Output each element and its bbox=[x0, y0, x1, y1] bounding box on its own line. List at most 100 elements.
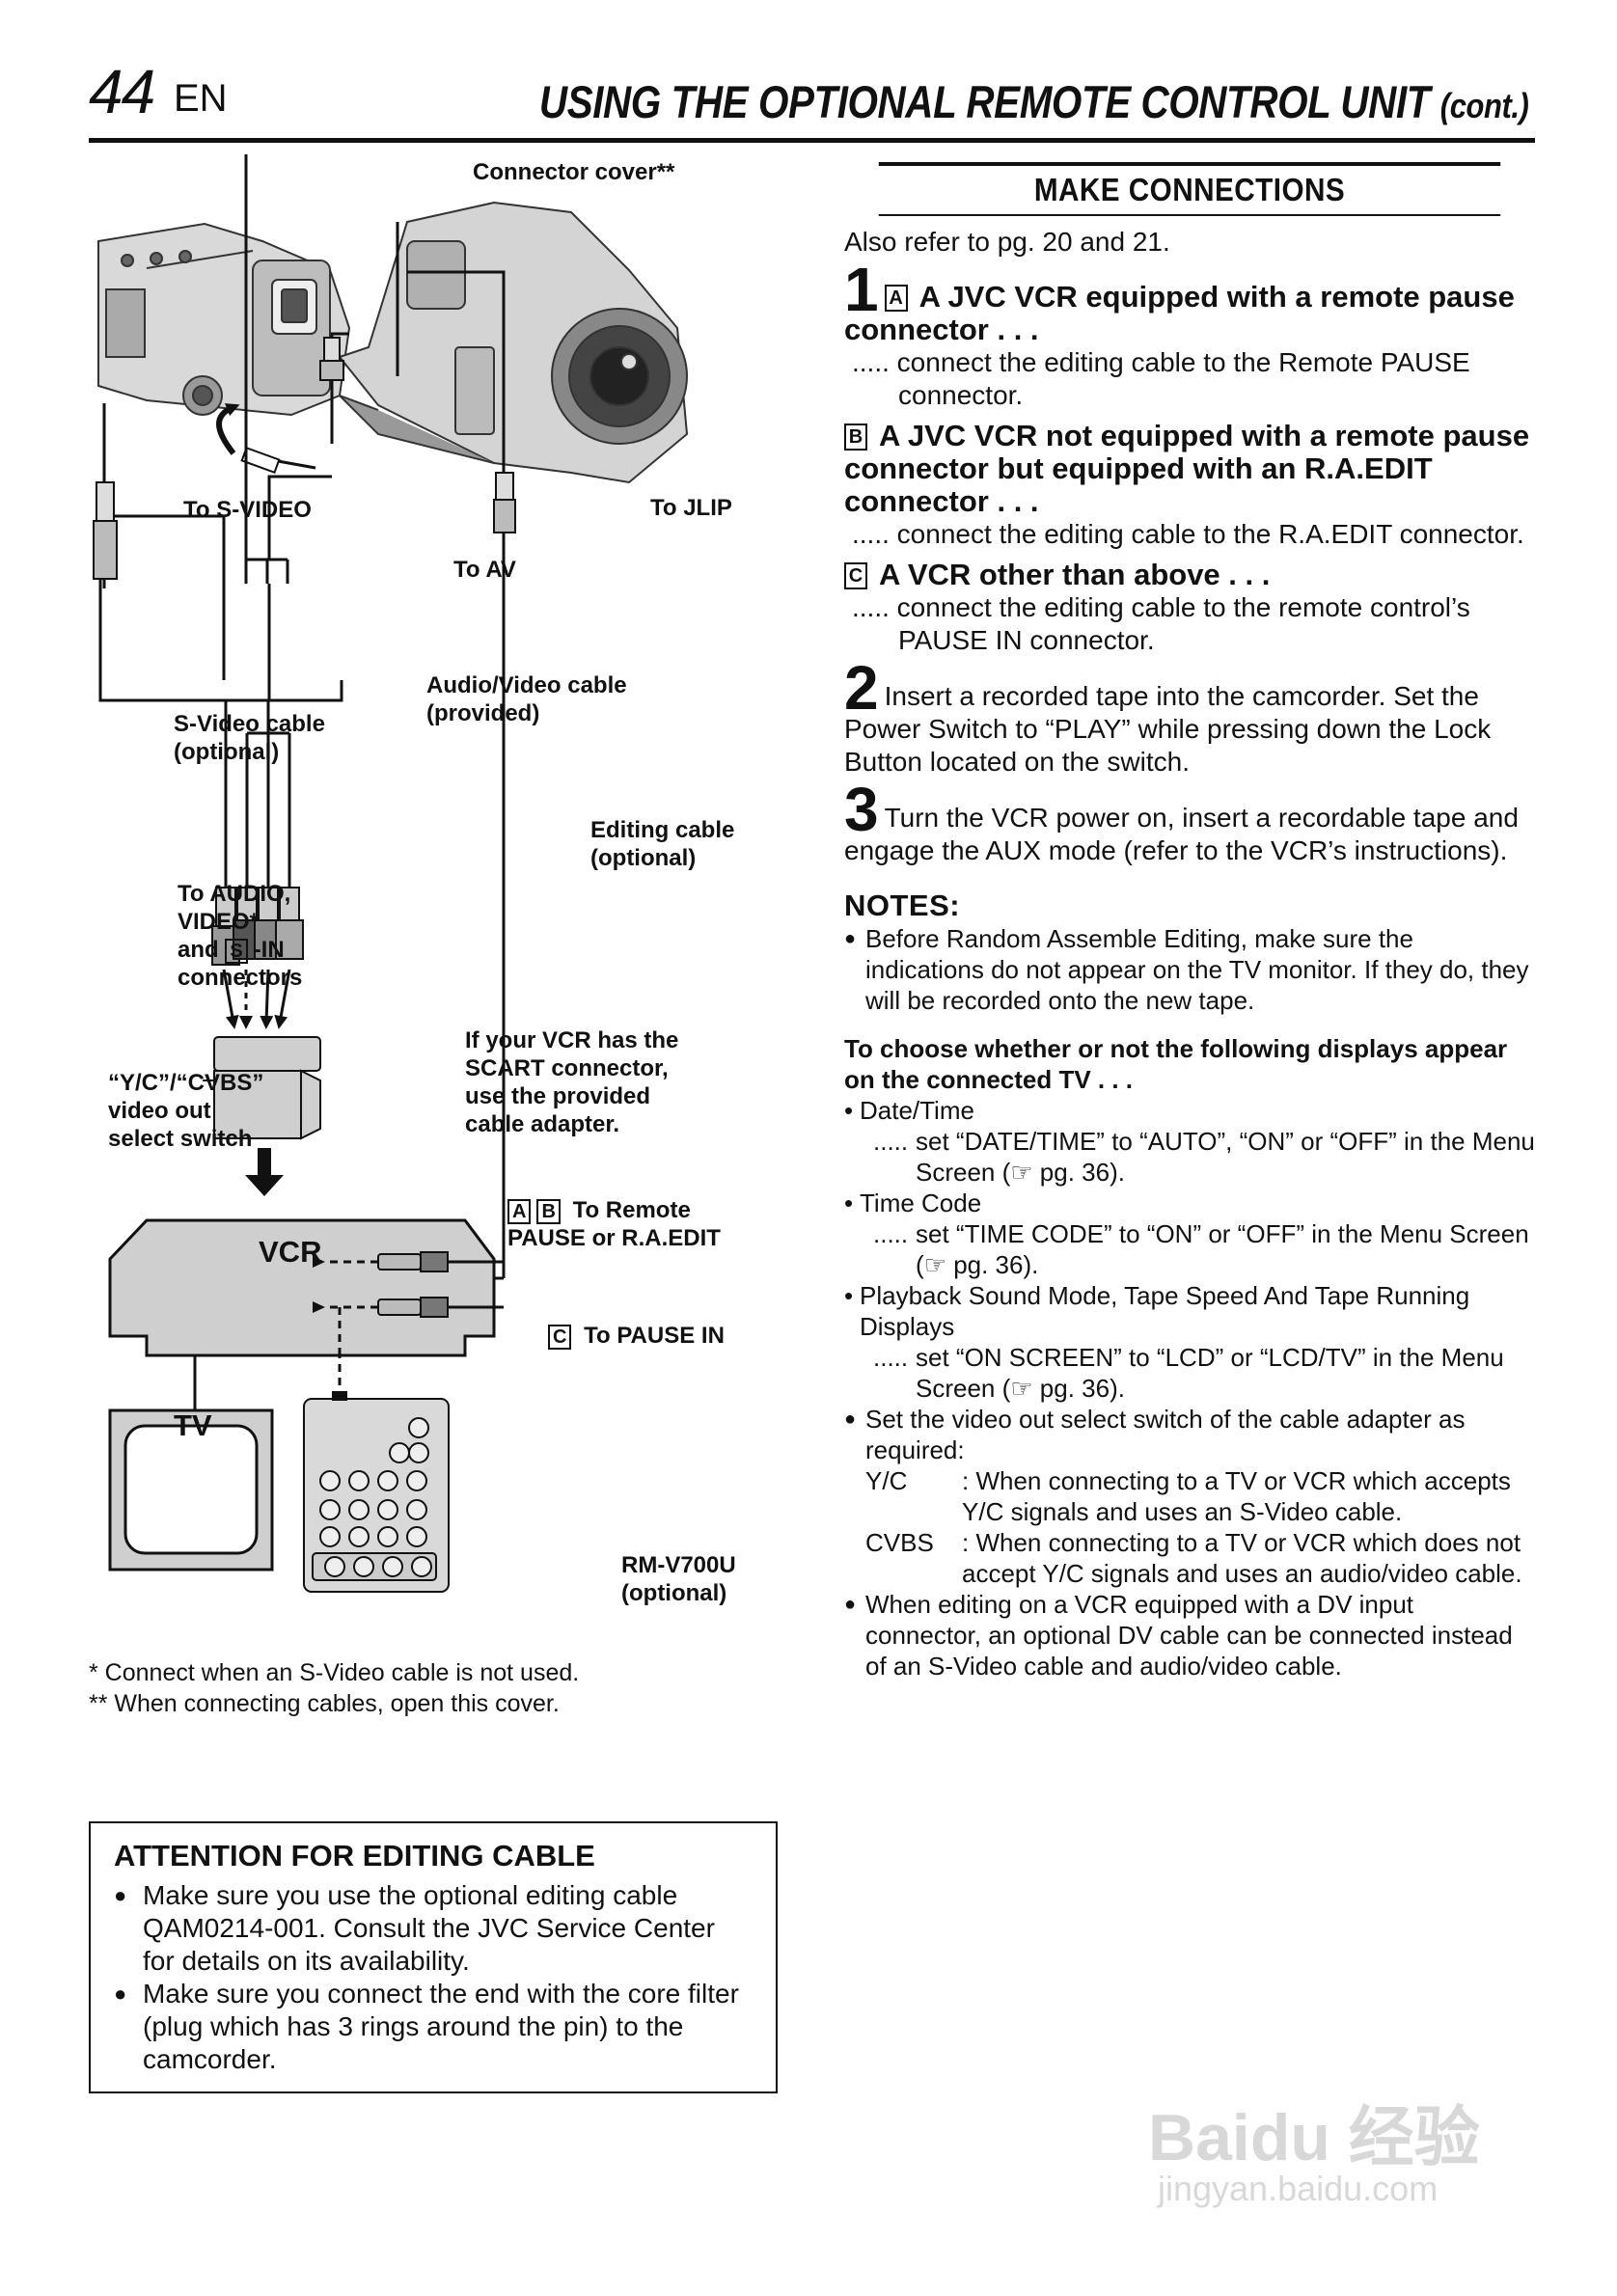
display-option-date: Date/Time bbox=[844, 1095, 1535, 1126]
step-1-b-text: ..... connect the editing cable to the R… bbox=[852, 519, 1524, 549]
definition-text: : When connecting to a TV or VCR which d… bbox=[962, 1528, 1522, 1588]
label-to-audio-line2: VIDEO* bbox=[178, 909, 260, 935]
label-editing-cable: Editing cable (optional) bbox=[590, 816, 734, 872]
label-to-audio-line3: and S-IN bbox=[178, 936, 302, 964]
label-to-audio-line1: To AUDIO, bbox=[178, 881, 291, 907]
remote-control-drawing bbox=[303, 1391, 450, 1593]
label-scart-line4: cable adapter. bbox=[465, 1111, 620, 1137]
watermark-logo: Baidu 经验 bbox=[1148, 2101, 1480, 2174]
label-av-cable-line1: Audio/Video cable bbox=[426, 672, 627, 698]
page-title-text: USING THE OPTIONAL REMOTE CONTROL UNIT bbox=[538, 76, 1431, 127]
display-option-playback-text: .....set “ON SCREEN” to “LCD” or “LCD/TV… bbox=[873, 1343, 1504, 1403]
attention-list: Make sure you use the optional editing c… bbox=[114, 1879, 753, 2076]
label-remote-model-line2: (optional) bbox=[621, 1580, 727, 1606]
a-box-icon: A bbox=[884, 285, 908, 312]
page-language: EN bbox=[174, 77, 228, 120]
label-pause-in-text: To PAUSE IN bbox=[584, 1323, 725, 1349]
make-connections-title: MAKE CONNECTIONS bbox=[878, 162, 1501, 216]
label-scart: If your VCR has the SCART connector, use… bbox=[465, 1026, 678, 1138]
label-svideo-cable-line2: (optional) bbox=[174, 739, 280, 765]
connection-diagram-drawing bbox=[93, 154, 689, 1593]
label-pause-in: C To PAUSE IN bbox=[548, 1322, 725, 1350]
label-remote-model-line1: RM-V700U bbox=[621, 1552, 736, 1578]
notes-title: NOTES: bbox=[844, 888, 961, 922]
label-av-cable-line2: (provided) bbox=[426, 700, 540, 726]
label-svideo-cable: S-Video cable (optional) bbox=[174, 710, 325, 766]
av-plug bbox=[319, 337, 344, 381]
make-connections-intro: Also refer to pg. 20 and 21. bbox=[844, 227, 1170, 257]
svideo-plug bbox=[93, 481, 118, 580]
header-rule bbox=[89, 138, 1535, 143]
label-editing-cable-line1: Editing cable bbox=[590, 817, 735, 843]
step-1-a-heading-text: A JVC VCR equipped with a remote pause c… bbox=[844, 280, 1515, 346]
step-1-number: 1 bbox=[844, 255, 879, 324]
camcorder-side-image bbox=[97, 222, 351, 417]
watermark-url: jingyan.baidu.com bbox=[1158, 2169, 1439, 2208]
footnote-cover: ** When connecting cables, open this cov… bbox=[89, 1690, 560, 1717]
instructions-column: MAKE CONNECTIONS Also refer to pg. 20 an… bbox=[844, 162, 1535, 1681]
label-scart-line2: SCART connector, bbox=[465, 1055, 669, 1081]
label-yc-line1: “Y/C”/“CVBS” bbox=[108, 1070, 264, 1096]
attention-title: ATTENTION FOR EDITING CABLE bbox=[114, 1839, 595, 1872]
definition-term: Y/C bbox=[865, 1466, 908, 1495]
step-3-text: Turn the VCR power on, insert a recordab… bbox=[844, 803, 1519, 865]
label-av-cable: Audio/Video cable (provided) bbox=[426, 671, 627, 727]
attention-item: Make sure you use the optional editing c… bbox=[114, 1879, 753, 1978]
label-scart-line3: use the provided bbox=[465, 1083, 651, 1109]
label-to-jlip: To JLIP bbox=[650, 495, 732, 521]
b-box-icon: B bbox=[844, 424, 867, 451]
display-option-timecode-text: .....set “TIME CODE” to “ON” or “OFF” in… bbox=[873, 1219, 1529, 1279]
label-to-audio-and: and bbox=[178, 937, 219, 963]
label-to-svideo: To S-VIDEO bbox=[183, 497, 312, 523]
label-to-audio-video: To AUDIO, VIDEO* and S-IN connectors bbox=[178, 880, 302, 992]
b-box-icon: B bbox=[536, 1199, 561, 1224]
display-option-date-text: .....set “DATE/TIME” to “AUTO”, “ON” or … bbox=[873, 1127, 1535, 1187]
step-2-text: Insert a recorded tape into the camcorde… bbox=[844, 681, 1492, 777]
vcr-label: VCR bbox=[259, 1235, 322, 1269]
label-yc-line2: video out bbox=[108, 1098, 211, 1124]
definition-yc: Y/C : When connecting to a TV or VCR whic… bbox=[865, 1465, 1535, 1527]
page-number: 44 bbox=[89, 57, 155, 126]
step-1-c-text: ..... connect the editing cable to the r… bbox=[852, 592, 1470, 655]
label-editing-cable-line2: (optional) bbox=[590, 845, 697, 871]
step-1-b-heading-text: A JVC VCR not equipped with a remote pau… bbox=[844, 419, 1530, 518]
display-option-playback: Playback Sound Mode, Tape Speed And Tape… bbox=[844, 1280, 1535, 1342]
c-box-icon: C bbox=[548, 1325, 572, 1350]
s-box-icon: S bbox=[225, 939, 248, 964]
label-to-audio-in: -IN bbox=[253, 937, 285, 963]
label-connector-cover: Connector cover** bbox=[473, 159, 675, 185]
c-box-icon: C bbox=[844, 562, 867, 589]
note-item: When editing on a VCR equipped with a DV… bbox=[844, 1589, 1535, 1681]
scart-adapter bbox=[213, 1036, 321, 1140]
attention-box: ATTENTION FOR EDITING CABLE Make sure yo… bbox=[89, 1821, 778, 2093]
label-to-audio-line4: connectors bbox=[178, 965, 303, 991]
label-yc-cvbs: “Y/C”/“CVBS” video out select switch bbox=[108, 1069, 263, 1153]
footnote-svideo: * Connect when an S-Video cable is not u… bbox=[89, 1659, 580, 1686]
step-1-c-heading-text: A VCR other than above . . . bbox=[879, 558, 1271, 591]
definition-cvbs: CVBS: When connecting to a TV or VCR whi… bbox=[865, 1527, 1535, 1589]
note-item: Before Random Assemble Editing, make sur… bbox=[844, 923, 1535, 1016]
video-out-definitions: Y/C : When connecting to a TV or VCR whic… bbox=[844, 1465, 1535, 1589]
down-arrow bbox=[245, 1148, 284, 1196]
label-yc-line3: select switch bbox=[108, 1126, 253, 1152]
label-scart-line1: If your VCR has the bbox=[465, 1027, 679, 1053]
editing-plugs bbox=[377, 1251, 449, 1318]
notes-choose-heading: To choose whether or not the following d… bbox=[844, 1034, 1508, 1094]
label-to-av: To AV bbox=[453, 557, 516, 583]
label-svideo-cable-line1: S-Video cable bbox=[174, 711, 325, 737]
a-box-icon: A bbox=[507, 1199, 532, 1224]
notes-section: NOTES: Before Random Assemble Editing, m… bbox=[844, 888, 1535, 1681]
tv-drawing bbox=[108, 1408, 274, 1572]
note-item: Set the video out select switch of the c… bbox=[844, 1404, 1535, 1465]
page-title-cont: (cont.) bbox=[1439, 86, 1528, 125]
label-to-remote: To Remote bbox=[572, 1197, 691, 1223]
tv-label: TV bbox=[174, 1408, 212, 1442]
definition-text: : When connecting to a TV or VCR which a… bbox=[962, 1466, 1511, 1526]
jlip-plug bbox=[493, 472, 516, 533]
step-3-number: 3 bbox=[844, 775, 879, 844]
label-remote-pause-line2: PAUSE or R.A.EDIT bbox=[507, 1225, 721, 1251]
